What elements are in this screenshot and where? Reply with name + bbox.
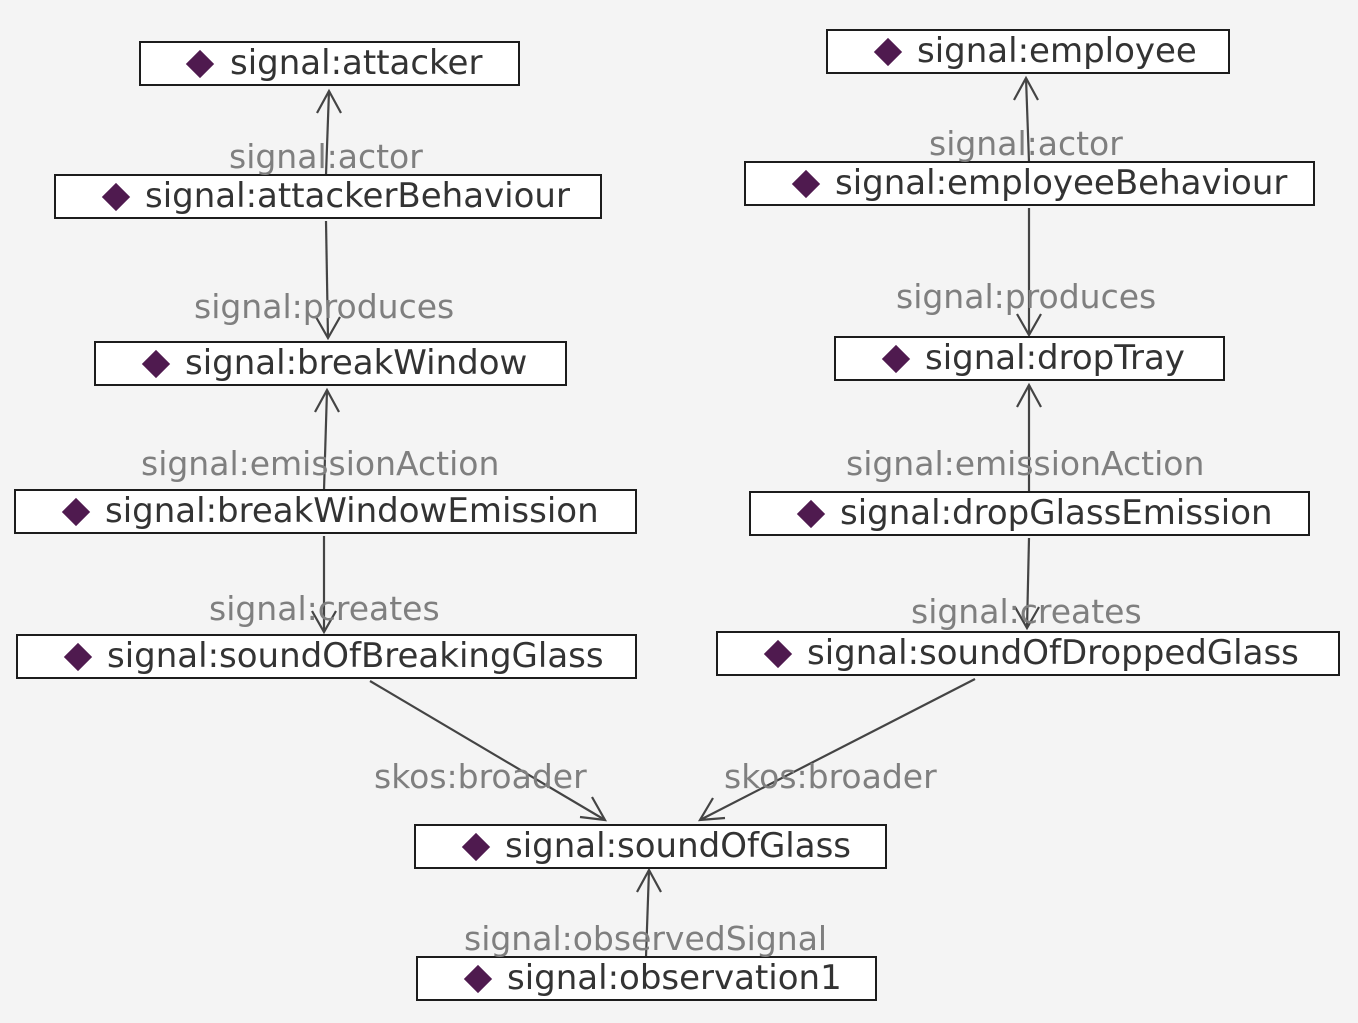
edge-label-employee-produces: signal:produces	[896, 277, 1157, 316]
diamond-icon	[101, 182, 131, 212]
node-sound-of-breaking-glass[interactable]: signal:soundOfBreakingGlass	[16, 634, 637, 679]
node-label: signal:attacker	[230, 43, 483, 83]
diamond-icon	[881, 344, 911, 374]
node-sound-of-dropped-glass[interactable]: signal:soundOfDroppedGlass	[716, 631, 1340, 676]
diamond-icon	[141, 349, 171, 379]
diamond-icon	[763, 639, 793, 669]
node-label: signal:soundOfBreakingGlass	[107, 636, 604, 676]
node-drop-glass-emission[interactable]: signal:dropGlassEmission	[749, 491, 1310, 536]
diamond-icon	[185, 49, 215, 79]
diamond-icon	[791, 169, 821, 199]
edge-drop-tray-emission-action	[1016, 382, 1042, 492]
node-observation1[interactable]: signal:observation1	[416, 956, 877, 1001]
edge-label-drop-glass-creates: signal:creates	[911, 592, 1142, 631]
node-label: signal:employeeBehaviour	[835, 163, 1288, 203]
diamond-icon	[873, 37, 903, 67]
diamond-icon	[796, 499, 826, 529]
node-break-window-emission[interactable]: signal:breakWindowEmission	[14, 489, 637, 534]
node-label: signal:dropGlassEmission	[840, 493, 1273, 533]
node-label: signal:observation1	[507, 958, 842, 998]
node-label: signal:employee	[917, 31, 1197, 71]
diamond-icon	[463, 964, 493, 994]
edge-observed-signal	[636, 867, 662, 958]
edge-breaking-glass-broader	[369, 680, 608, 822]
node-label: signal:breakWindow	[185, 343, 528, 383]
node-attacker[interactable]: signal:attacker	[139, 41, 520, 86]
edge-label-observed-signal: signal:observedSignal	[464, 919, 828, 958]
edge-break-window-emission-action	[314, 387, 340, 491]
edge-label-employee-actor: signal:actor	[929, 124, 1123, 163]
edge-label-attacker-produces: signal:produces	[194, 287, 455, 326]
edge-employee-produces	[1016, 208, 1042, 338]
edge-label-attacker-actor: signal:actor	[229, 137, 423, 176]
edge-label-break-window-creates: signal:creates	[209, 589, 440, 628]
diamond-icon	[461, 832, 491, 862]
edge-label-breaking-glass-broader: skos:broader	[374, 757, 587, 796]
node-employee[interactable]: signal:employee	[826, 29, 1230, 74]
edge-label-drop-tray-emission-action: signal:emissionAction	[846, 444, 1205, 483]
edge-dropped-glass-broader	[697, 678, 976, 822]
node-employee-behaviour[interactable]: signal:employeeBehaviour	[744, 161, 1315, 206]
edge-label-break-window-emission-action: signal:emissionAction	[141, 444, 500, 483]
node-label: signal:soundOfGlass	[505, 826, 852, 866]
node-break-window[interactable]: signal:breakWindow	[94, 341, 567, 386]
diamond-icon	[63, 642, 93, 672]
node-sound-of-glass[interactable]: signal:soundOfGlass	[414, 824, 887, 869]
node-label: signal:attackerBehaviour	[145, 176, 570, 216]
diamond-icon	[61, 497, 91, 527]
node-attacker-behaviour[interactable]: signal:attackerBehaviour	[54, 174, 602, 219]
edge-attacker-produces	[315, 220, 341, 341]
edge-label-dropped-glass-broader: skos:broader	[724, 757, 937, 796]
node-label: signal:breakWindowEmission	[105, 491, 599, 531]
node-label: signal:soundOfDroppedGlass	[807, 633, 1299, 673]
edge-attacker-actor	[316, 88, 342, 176]
edge-employee-actor	[1013, 75, 1039, 163]
node-drop-tray[interactable]: signal:dropTray	[834, 336, 1225, 381]
node-label: signal:dropTray	[925, 338, 1185, 378]
edge-drop-glass-creates	[1014, 537, 1040, 631]
edge-break-window-creates	[311, 536, 337, 635]
